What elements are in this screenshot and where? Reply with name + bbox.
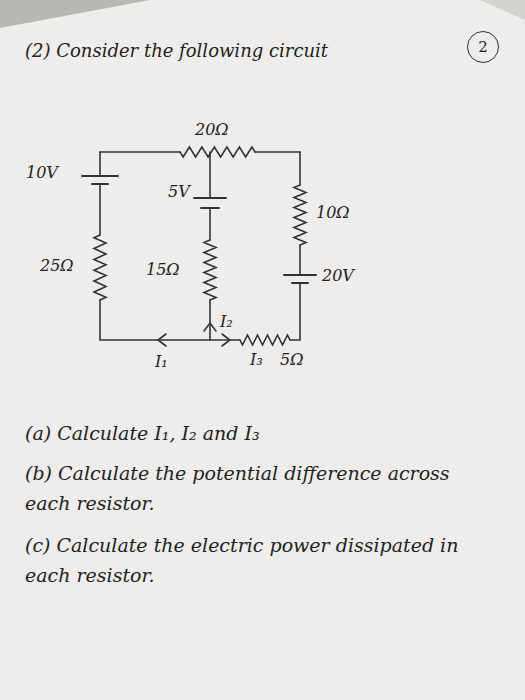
current-arrow [204,323,216,331]
current-label: I₃ [250,350,263,369]
current-label: I₁ [155,352,168,371]
page-corner [0,0,150,28]
problem-heading: (2) Consider the following circuit [25,40,328,61]
resistor-value: 10Ω [316,203,350,222]
callout-number: 2 [478,38,488,56]
resistor-value: 25Ω [40,256,74,275]
current-arrow [158,334,166,346]
question-text: (a) Calculate I₁, I₂ and I₃ [25,418,505,448]
question-text: (b) Calculate the potential difference a… [25,458,495,519]
voltage-value: 20V [322,266,354,285]
voltage-value: 5V [168,182,190,201]
voltage-value: 10V [26,163,58,182]
wire [100,152,240,340]
battery-plate [284,274,316,276]
wire [290,152,300,340]
current-label: I₂ [220,312,233,331]
battery-plate [194,197,226,199]
resistor-symbol [204,240,216,300]
question-text: (c) Calculate the electric power dissipa… [25,530,495,591]
resistor-symbol [240,335,290,345]
resistor-value: 20Ω [195,120,229,139]
resistor-value: 15Ω [146,260,180,279]
battery-plate [292,282,308,284]
resistor-symbol [180,147,255,157]
resistor-symbol [294,185,306,245]
battery-plate [82,175,118,177]
page-corner [480,0,525,20]
callout-circle: 2 [467,31,499,63]
battery-plate [92,183,108,185]
battery-plate [201,207,219,209]
resistor-value: 5Ω [280,350,303,369]
resistor-symbol [94,235,106,300]
current-arrow [222,334,230,346]
